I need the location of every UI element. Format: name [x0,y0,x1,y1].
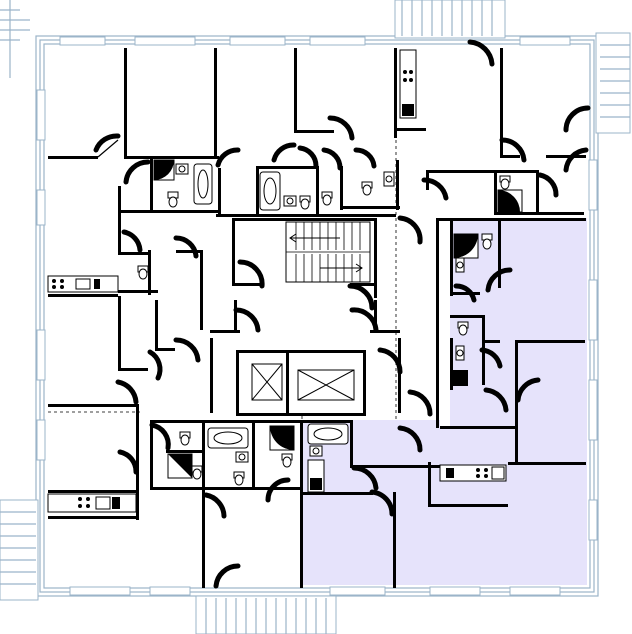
sink-icon [383,171,395,187]
door-swing-icon [233,307,261,333]
sink-icon [455,257,465,273]
door-swing-icon [215,147,241,168]
apartment-southeast[interactable] [303,420,587,585]
door-swing-icon [467,39,495,67]
toilet-icon [191,465,203,480]
door-swing-icon [421,177,449,201]
door-swing-icon [537,172,559,198]
elevator-icon [297,369,355,401]
door-swing-icon [149,422,171,451]
door-swing-icon [121,229,143,253]
windows [36,36,598,596]
toilet-icon [179,431,191,446]
door-swing-icon [321,147,343,171]
staircase [285,221,371,283]
shower-icon [153,159,175,181]
door-swing-icon [353,147,377,169]
door-swing-icon [117,449,139,475]
toilet-icon [499,175,511,190]
door-swing-icon [407,389,433,417]
door-swing-icon [563,105,591,133]
door-swing-icon [479,347,503,369]
stove-icon [47,493,137,513]
balcony-northeast [595,32,631,134]
door-swing-icon [347,283,375,311]
elevator-icon [251,363,283,401]
door-swing-icon [397,215,423,245]
highlighted-apartments [303,218,587,585]
bathtub-icon [259,171,281,211]
sink-icon [309,445,323,457]
stove-icon [439,464,507,482]
toilet-icon [299,195,311,210]
door-swing-icon [237,259,265,289]
door-swing-icon [265,477,291,503]
door-swing-icon [203,492,227,519]
door-swing-icon [173,337,201,363]
door-swing-icon [351,465,379,491]
door-swing-icon [397,425,423,453]
staircase-icon [285,221,371,283]
door-swing-icon [485,267,513,293]
door-swing-icon [123,159,151,185]
toilet-icon [167,191,179,208]
door-swing-icon [377,347,403,375]
balcony-south [195,595,337,634]
toilet-icon [321,191,333,206]
shower-icon [167,453,193,479]
stove-icon [399,49,417,119]
sink-icon [175,163,189,175]
balcony-northwest-fragment [0,0,30,78]
door-swing-icon [271,142,297,163]
toilet-icon [137,265,149,280]
door-swing-icon [327,115,355,141]
door-swing-icon [515,377,541,403]
toilet-icon [361,181,373,196]
door-swing-icon [213,563,241,589]
stove-icon [47,275,119,293]
service-lines [48,140,397,500]
toilet-icon [281,453,293,468]
door-swing-icon [483,387,509,413]
door-swing-icon [297,145,319,169]
door-swing-icon [349,307,379,333]
bathtub-icon [207,427,249,449]
door-swing-icon [453,283,477,303]
sink-icon [283,195,297,207]
door-swing-icon [499,137,527,163]
door-swing-icon [147,349,163,381]
toilet-icon [233,471,245,486]
fixtures [47,49,523,513]
door-swing-icon [369,489,395,517]
door-swing-icon [93,133,121,158]
door-swing-icon [173,235,199,259]
sink-icon [455,345,465,361]
doors [93,39,591,589]
bathtub-icon [193,163,213,205]
balcony-north [394,0,506,39]
door-swing-icon [563,147,589,173]
door-swing-icon [115,379,139,405]
shower-icon [453,233,479,259]
shower-icon [497,189,523,213]
bathtub-icon [307,423,349,445]
shower-icon [269,425,295,451]
stove-icon [307,459,325,493]
toilet-icon [481,233,493,250]
sink-icon [235,451,249,463]
shower-icon [452,370,468,386]
apartment-east-upper[interactable] [440,218,587,462]
elevators [251,363,355,401]
balcony-west [0,499,39,601]
toilet-icon [457,321,469,336]
